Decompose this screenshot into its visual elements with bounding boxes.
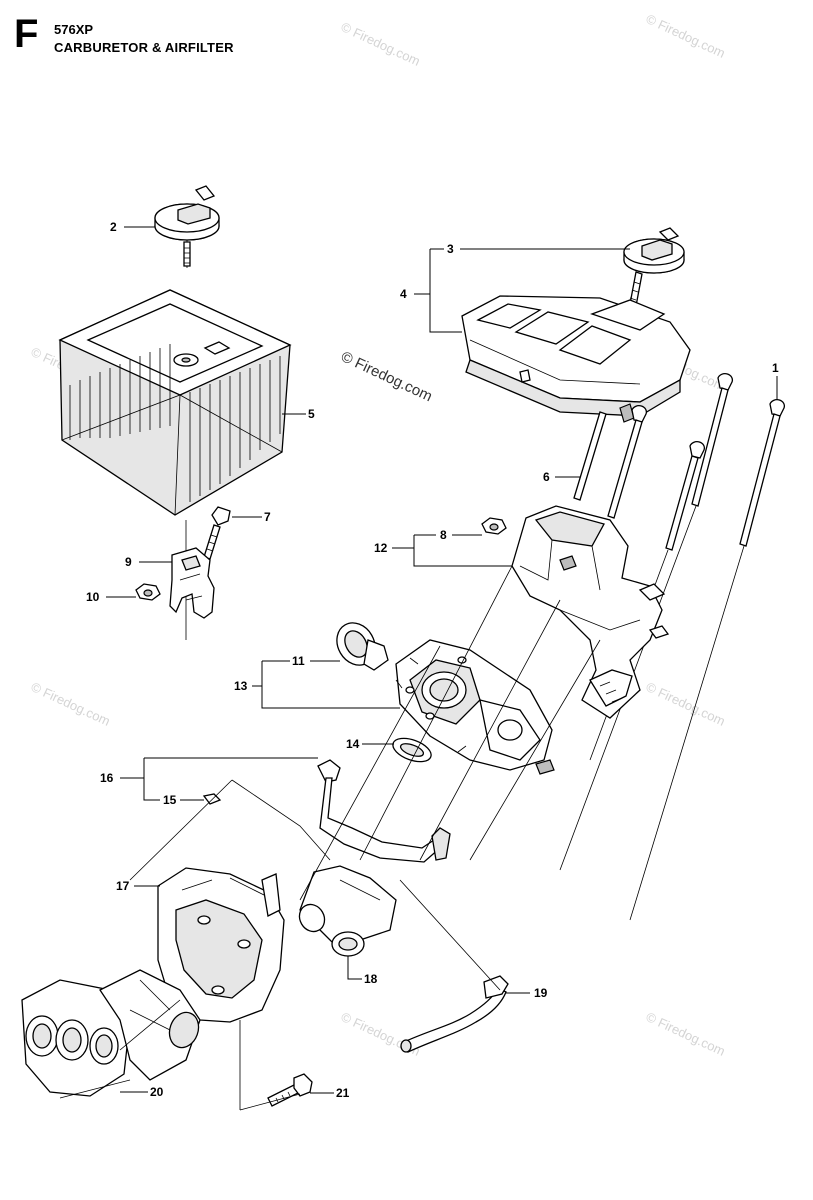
- filter-knob: [154, 185, 220, 268]
- callout-15: 15: [163, 793, 177, 807]
- callout-7: 7: [264, 510, 271, 524]
- callout-9: 9: [125, 555, 132, 569]
- watermark-8: © Firedog.com: [644, 1009, 728, 1059]
- callout-21: 21: [336, 1086, 350, 1100]
- callout-1: 1: [772, 361, 779, 375]
- impulse-hose: [400, 975, 509, 1053]
- watermark-6: © Firedog.com: [644, 679, 728, 729]
- gasket-14: [392, 737, 432, 763]
- callout-3: 3: [447, 242, 454, 256]
- cover-knob: [623, 227, 685, 307]
- filter-bracket: [169, 547, 215, 619]
- watermark-center: © Firedog.com: [338, 348, 435, 405]
- watermark-1: © Firedog.com: [339, 19, 423, 69]
- section-letter: F: [14, 12, 39, 56]
- callout-20: 20: [150, 1085, 164, 1099]
- callout-labels: 1 2 3 4 5 6 7 8 9 10 11 12 13: [86, 220, 779, 1100]
- callout-17: 17: [116, 879, 130, 893]
- air-filter: [58, 289, 292, 516]
- throttle-bracket: [317, 759, 451, 863]
- diagram-title: CARBURETOR & AIRFILTER: [54, 40, 234, 55]
- hex-nut-8: [481, 517, 507, 535]
- callout-19: 19: [534, 986, 548, 1000]
- callout-6: 6: [543, 470, 550, 484]
- watermark-2: © Firedog.com: [644, 11, 728, 61]
- intake-manifold: [21, 969, 201, 1097]
- bracket-screw: [203, 506, 231, 560]
- intake-elbow: [298, 865, 397, 957]
- manifold-bolt: [267, 1073, 313, 1107]
- watermark-5: © Firedog.com: [29, 679, 113, 729]
- carburetor-holder: [511, 505, 670, 719]
- filter-cover: [461, 295, 691, 423]
- callout-13: 13: [234, 679, 248, 693]
- callout-8: 8: [440, 528, 447, 542]
- callout-10: 10: [86, 590, 100, 604]
- callout-2: 2: [110, 220, 117, 234]
- model-number: 576XP: [54, 22, 94, 37]
- pump-cover: [336, 622, 389, 671]
- assembly-lines: [59, 565, 601, 1111]
- callout-16: 16: [100, 771, 114, 785]
- callout-18: 18: [364, 972, 378, 986]
- callout-11: 11: [292, 654, 305, 668]
- callout-12: 12: [374, 541, 388, 555]
- airbox-plate: [157, 867, 285, 1023]
- callout-4: 4: [400, 287, 407, 301]
- hex-nut-10: [135, 583, 161, 601]
- long-bolts: [559, 373, 786, 921]
- callout-5: 5: [308, 407, 315, 421]
- small-plug: [202, 793, 222, 805]
- callout-14: 14: [346, 737, 360, 751]
- filter-pleats: [69, 344, 281, 502]
